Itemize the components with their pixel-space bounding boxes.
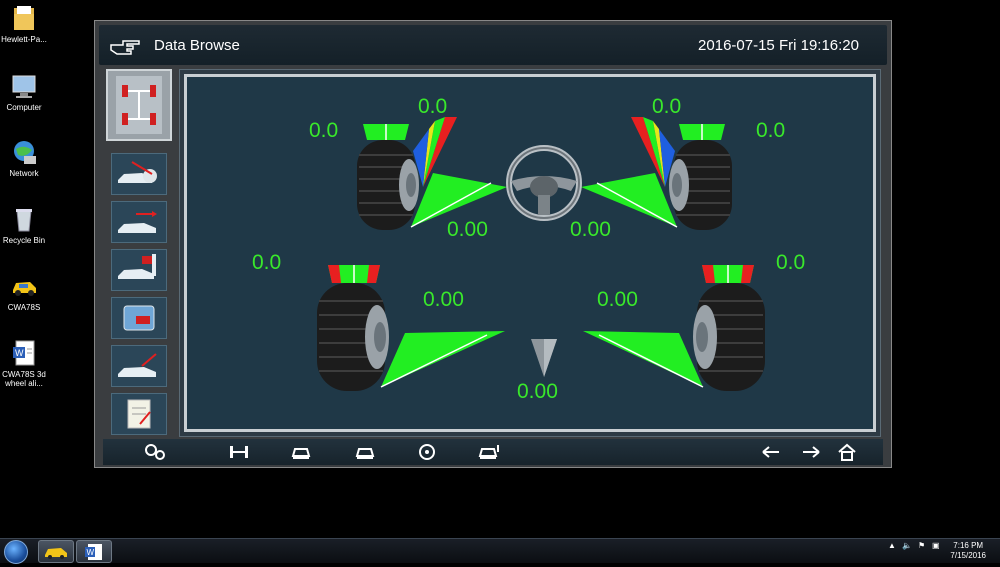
- desktop-icon-hewlett[interactable]: Hewlett-Pa...: [0, 4, 48, 44]
- car-front-icon[interactable]: [289, 442, 313, 462]
- car-forward-icon: [118, 211, 157, 233]
- home-icon[interactable]: [835, 442, 859, 462]
- back-arrow-icon[interactable]: [759, 442, 783, 462]
- report-icon: [127, 399, 151, 429]
- volume-icon[interactable]: 🔈: [902, 541, 912, 550]
- desktop-icon-computer[interactable]: Computer: [0, 72, 48, 112]
- front-right-toe-wedge: [581, 173, 678, 228]
- desktop-icon-label: Network: [9, 169, 39, 178]
- show-hidden-icons[interactable]: ▲: [888, 541, 896, 550]
- bottom-toolbar: [103, 439, 883, 465]
- cwa78s-taskbar-icon[interactable]: [38, 540, 74, 563]
- start-orb-icon[interactable]: [4, 540, 28, 564]
- rear-right-camber-value: 0.0: [776, 251, 806, 274]
- action-center-flag-icon[interactable]: ⚑: [918, 541, 926, 550]
- system-clock[interactable]: 7:16 PM 7/15/2016: [950, 541, 986, 561]
- menu-report[interactable]: [111, 393, 167, 435]
- folder-icon: [10, 4, 38, 32]
- rear-right-camber-gauge: [702, 265, 754, 283]
- desktop-icon-cwa78s[interactable]: CWA78S: [0, 272, 48, 312]
- front-right-caster-value: 0.0: [652, 95, 682, 118]
- front-right-tire: [669, 140, 732, 230]
- car-lift-icon: [118, 254, 156, 279]
- rear-left-tire: [317, 283, 389, 391]
- word-document-icon: W: [10, 339, 38, 367]
- front-right-camber-gauge: [679, 124, 725, 140]
- taskbar: W ▲ 🔈 ⚑ ▣ 7:16 PM 7/15/2016: [0, 538, 1000, 564]
- front-right-caster-fan: [631, 117, 675, 187]
- front-left-camber-gauge: [363, 124, 409, 140]
- alignment-overview-icon: [116, 76, 162, 134]
- menu-vehicle-spec[interactable]: [111, 297, 167, 339]
- menu-wheel-runout[interactable]: [111, 153, 167, 195]
- menu-alignment-overview[interactable]: [106, 69, 172, 141]
- network-status-icon[interactable]: ▣: [932, 541, 940, 550]
- front-left-camber-value: 0.0: [309, 119, 339, 142]
- axle-icon[interactable]: [227, 442, 251, 462]
- front-left-toe-wedge: [410, 173, 507, 228]
- menu-car-adjust[interactable]: [111, 345, 167, 387]
- desktop-icon-label: Computer: [6, 103, 42, 112]
- clock-time: 7:16 PM: [953, 541, 984, 550]
- front-left-caster-fan: [413, 117, 457, 187]
- svg-text:W: W: [87, 548, 95, 557]
- thrust-angle-indicator: [531, 339, 557, 377]
- steering-wheel-icon: [506, 145, 582, 221]
- desktop-icon-label: Hewlett-Pa...: [1, 35, 47, 44]
- rear-right-toe-wedge: [583, 331, 704, 388]
- alignment-display-frame: 0.0 0.0 0.0 0.0 0.00 0.00 0.0 0.0 0.00 0…: [179, 69, 881, 437]
- rear-left-camber-gauge: [328, 265, 380, 283]
- settings-gears-icon[interactable]: [143, 442, 167, 462]
- alignment-app-window: Data Browse 2016-07-15 Fri 19:16:20: [94, 20, 892, 468]
- computer-icon: [10, 72, 38, 100]
- pointing-hand-icon[interactable]: [109, 35, 141, 57]
- desktop-icon-recycle-bin[interactable]: Recycle Bin: [0, 205, 48, 245]
- front-right-camber-value: 0.0: [756, 119, 786, 142]
- vehicle-spec-icon: [123, 305, 155, 331]
- menu-car-forward[interactable]: [111, 201, 167, 243]
- car-front-alt-icon[interactable]: [353, 442, 377, 462]
- front-left-tire: [357, 140, 419, 230]
- car-adjust-icon: [118, 353, 157, 377]
- desktop-icon-network[interactable]: Network: [0, 138, 48, 178]
- thrust-angle-value: 0.00: [517, 380, 558, 403]
- svg-text:W: W: [15, 348, 24, 358]
- rear-right-tire: [693, 283, 765, 391]
- word-taskbar-icon[interactable]: W: [76, 540, 112, 563]
- title-bar: Data Browse 2016-07-15 Fri 19:16:20: [99, 25, 887, 65]
- menu-car-lift[interactable]: [111, 249, 167, 291]
- page-title: Data Browse: [154, 37, 240, 54]
- desktop-icon-label: CWA78S 3d wheel ali...: [2, 370, 46, 388]
- alignment-display: 0.0 0.0 0.0 0.0 0.00 0.00 0.0 0.0 0.00 0…: [184, 74, 876, 432]
- rear-left-camber-value: 0.0: [252, 251, 282, 274]
- alignment-graphic: [317, 117, 765, 391]
- forward-arrow-icon[interactable]: [799, 442, 823, 462]
- disc-icon[interactable]: [415, 442, 439, 462]
- recycle-bin-icon: [10, 205, 38, 233]
- date-time: 2016-07-15 Fri 19:16:20: [698, 37, 859, 54]
- rear-right-toe-value: 0.00: [597, 288, 638, 311]
- desktop: Hewlett-Pa... Computer Network Recycle B…: [0, 4, 892, 468]
- left-menu: [103, 69, 173, 439]
- rear-left-toe-value: 0.00: [423, 288, 464, 311]
- network-icon: [10, 138, 38, 166]
- desktop-icon-label: CWA78S: [7, 303, 41, 312]
- rear-left-toe-wedge: [380, 331, 505, 388]
- desktop-icon-label: Recycle Bin: [2, 236, 46, 245]
- front-left-toe-value: 0.00: [447, 218, 488, 241]
- car-app-icon: [10, 272, 38, 300]
- front-left-caster-value: 0.0: [418, 95, 448, 118]
- wheel-runout-icon: [118, 161, 157, 183]
- desktop-icon-cwa78s-doc[interactable]: W CWA78S 3d wheel ali...: [0, 339, 48, 388]
- front-right-toe-value: 0.00: [570, 218, 611, 241]
- clock-date: 7/15/2016: [950, 551, 986, 560]
- car-lift-icon[interactable]: [477, 442, 501, 462]
